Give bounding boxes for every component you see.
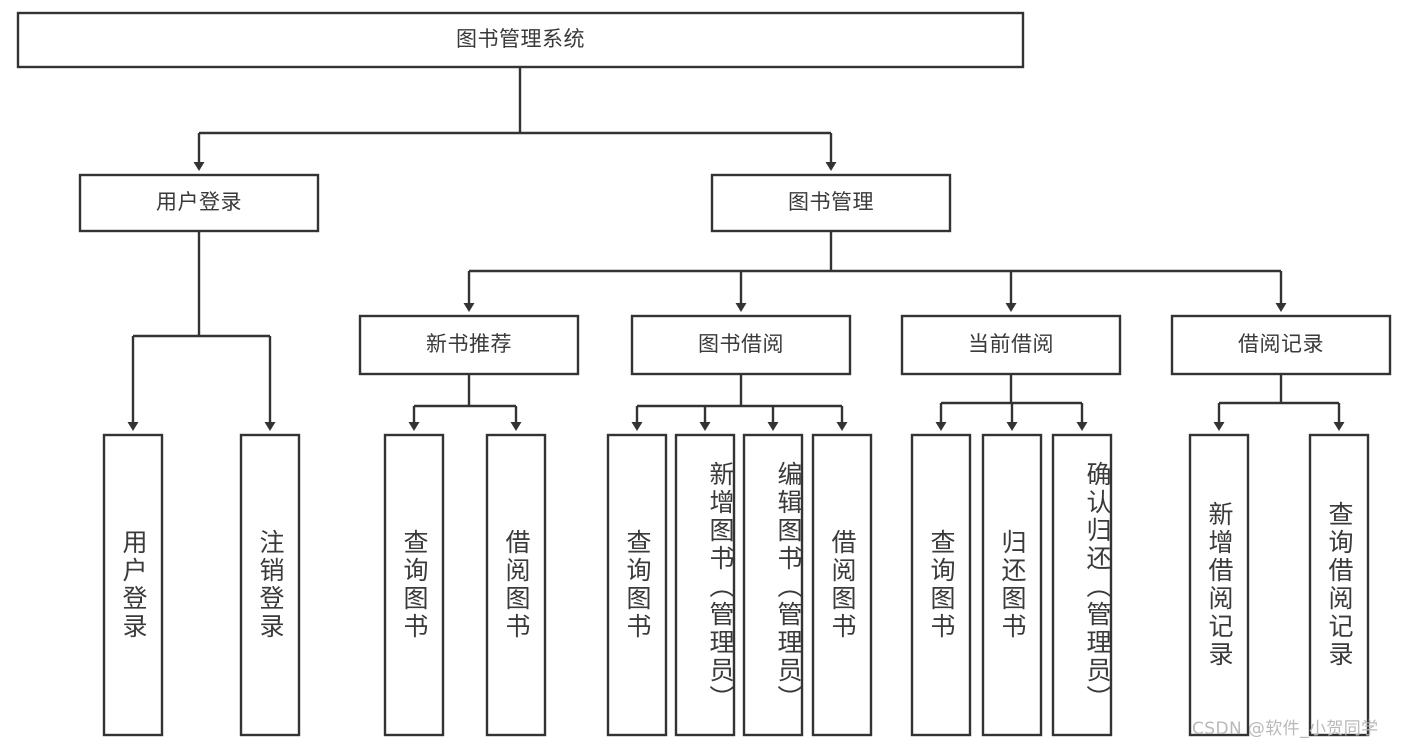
node-box-book-management[interactable] [710,173,952,233]
node-box-leaf-user-logout[interactable] [239,433,301,737]
node-box-leaf-edit-book-admin[interactable] [742,433,804,737]
node-box-leaf-confirm-return-admin[interactable] [1051,433,1113,737]
node-box-borrow-records[interactable] [1170,314,1392,376]
node-box-leaf-query-book-borrow[interactable] [606,433,668,737]
node-box-leaf-add-book-admin[interactable] [674,433,736,737]
node-box-leaf-borrow-book-new[interactable] [485,433,547,737]
node-box-leaf-query-book-current[interactable] [910,433,972,737]
node-box-user-login[interactable] [78,173,320,233]
node-box-leaf-add-borrow-record[interactable] [1188,433,1250,737]
node-box-leaf-query-book-new[interactable] [383,433,445,737]
node-box-book-borrow[interactable] [630,314,852,376]
node-box-leaf-borrow-book[interactable] [811,433,873,737]
node-box-current-borrow[interactable] [900,314,1122,376]
node-box-leaf-user-login[interactable] [102,433,164,737]
node-box-leaf-return-book[interactable] [981,433,1043,737]
node-box-leaf-query-borrow-record[interactable] [1308,433,1370,737]
csdn-watermark: CSDN @软件_小贺同学 [1192,719,1379,739]
node-box-new-book-recommend[interactable] [358,314,580,376]
node-box-root[interactable] [16,11,1025,69]
